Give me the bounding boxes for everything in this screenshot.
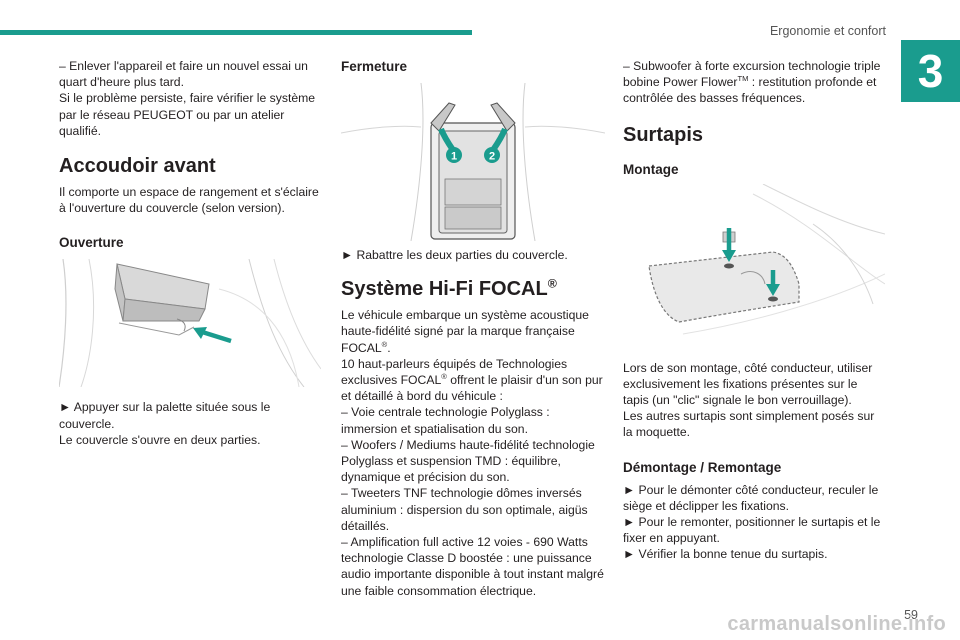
hifi-paragraph-2: 10 haut-parleurs équipés de Technologies…	[341, 356, 603, 404]
subwoofer-item: – Subwoofer à forte excursion technologi…	[623, 59, 881, 106]
floor-mat-illustration	[648, 183, 885, 335]
callout-1: 1	[451, 151, 457, 163]
ouverture-step: ► Appuyer sur la palette située sous le …	[59, 400, 271, 431]
intro-paragraph-1: – Enlever l'appareil et faire un nouvel …	[59, 59, 308, 90]
fermeture-step: ► Rabattre les deux parties du couvercle…	[341, 248, 568, 262]
callout-2: 2	[489, 151, 495, 163]
subheading-montage: Montage	[623, 161, 679, 177]
hifi-list-item-3: – Tweeters TNF technologie dômes inversé…	[341, 486, 588, 533]
chapter-title: Ergonomie et confort	[769, 24, 886, 38]
ouverture-note: Le couvercle s'ouvre en deux parties.	[59, 432, 261, 447]
chapter-number-badge: 3	[901, 40, 960, 102]
subheading-demontage: Démontage / Remontage	[623, 459, 782, 475]
section-heading-hifi: Système Hi-Fi FOCAL®	[341, 276, 557, 301]
armrest-opening-illustration	[59, 259, 321, 388]
montage-paragraph-1: Lors de son montage, côté conducteur, ut…	[623, 360, 873, 408]
page-number: 59	[904, 608, 918, 622]
column-right: – Subwoofer à forte excursion technologi…	[623, 58, 885, 563]
intro-paragraph-2: Si le problème persiste, faire vérifier …	[59, 91, 316, 138]
hifi-list-item-4: – Amplification full active 12 voies - 6…	[341, 535, 604, 598]
demontage-step-1: ► Pour le démonter côté conducteur, recu…	[623, 482, 879, 513]
hifi-list-item-2: – Woofers / Mediums haute-fidélité techn…	[341, 437, 595, 485]
demontage-step-3: ► Vérifier la bonne tenue du surtapis.	[623, 547, 828, 562]
column-left: – Enlever l'appareil et faire un nouvel …	[59, 58, 321, 448]
demontage-step-2: ► Pour le remonter, positionner le surta…	[623, 515, 881, 546]
hifi-list-item-1: – Voie centrale technologie Polyglass : …	[341, 405, 550, 436]
header-accent-bar	[0, 30, 472, 35]
section-heading-accoudoir: Accoudoir avant	[59, 155, 216, 178]
watermark-text: carmanualsonline.info	[727, 613, 946, 635]
section-heading-surtapis: Surtapis	[623, 123, 704, 146]
montage-paragraph-2: Les autres surtapis sont simplement posé…	[623, 409, 875, 440]
accoudoir-description: Il comporte un espace de rangement et s'…	[59, 185, 319, 216]
subheading-fermeture: Fermeture	[341, 59, 408, 74]
armrest-closing-illustration: 1 2	[341, 83, 605, 241]
hifi-paragraph-1: Le véhicule embarque un système acoustiq…	[341, 308, 589, 355]
column-middle: Fermeture 1 2 ► Rabattre les deux partie…	[341, 58, 605, 599]
subheading-ouverture: Ouverture	[59, 235, 124, 251]
